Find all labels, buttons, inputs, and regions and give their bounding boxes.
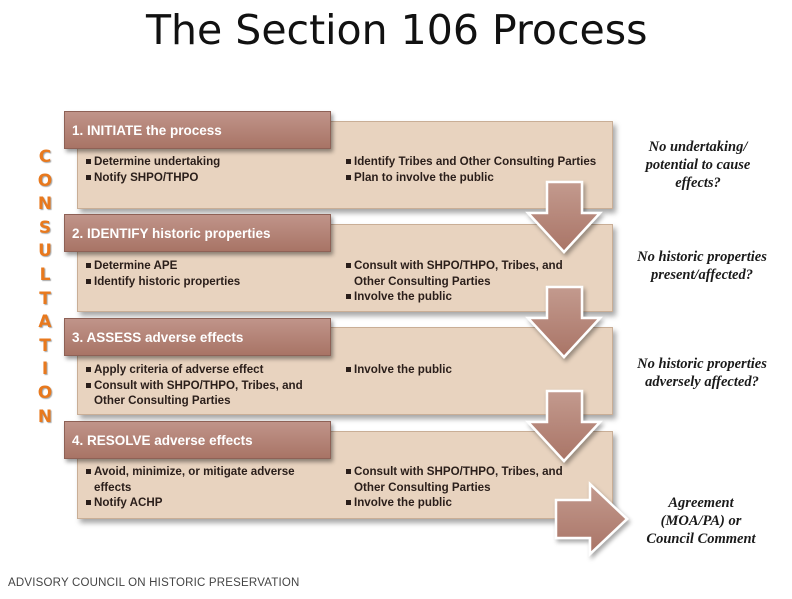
stage-2-heading: 2. IDENTIFY historic properties <box>64 214 331 252</box>
down-arrow-3 <box>525 389 603 463</box>
side-note-1: No undertaking/ potential to cause effec… <box>645 139 751 191</box>
stage-4-right-bullets: Consult with SHPO/THPO, Tribes, and Othe… <box>346 464 586 511</box>
list-item: Consult with SHPO/THPO, Tribes, and Othe… <box>86 378 322 409</box>
list-item: Apply criteria of adverse effect <box>86 362 322 378</box>
list-item: Identify historic properties <box>86 274 336 290</box>
side-note-4: Agreement (MOA/PA) or Council Comment <box>646 495 756 547</box>
stage-1-left-bullets: Determine undertaking Notify SHPO/THPO <box>86 154 336 185</box>
stage-3-left-bullets: Apply criteria of adverse effect Consult… <box>86 362 322 409</box>
list-item: Consult with SHPO/THPO, Tribes, and Othe… <box>346 464 586 495</box>
stage-4-left-bullets: Avoid, minimize, or mitigate adverse eff… <box>86 464 316 511</box>
list-item: Involve the public <box>346 362 586 378</box>
consultation-letter: T <box>39 335 51 356</box>
stage-2-left-bullets: Determine APE Identify historic properti… <box>86 258 336 289</box>
consultation-letter: T <box>39 288 51 309</box>
down-arrow-1 <box>525 180 603 254</box>
stage-3-right-bullets: Involve the public <box>346 362 586 378</box>
list-item: Involve the public <box>346 495 586 511</box>
list-item: Notify SHPO/THPO <box>86 170 336 186</box>
right-arrow <box>554 481 629 557</box>
consultation-letter: S <box>38 217 52 238</box>
consultation-letter: L <box>39 264 51 285</box>
page-title: The Section 106 Process <box>146 6 648 54</box>
consultation-letter: O <box>37 170 53 191</box>
stage-1-heading: 1. INITIATE the process <box>64 111 331 149</box>
list-item: Determine APE <box>86 258 336 274</box>
side-note-3: No historic properties adversely affecte… <box>637 356 767 390</box>
stage-4-heading: 4. RESOLVE adverse effects <box>64 421 331 459</box>
list-item: Involve the public <box>346 289 586 305</box>
side-note-2: No historic properties present/affected? <box>637 249 767 283</box>
consultation-letter: O <box>37 382 53 403</box>
consultation-letter: N <box>37 194 53 215</box>
consultation-letter: A <box>38 312 52 333</box>
stage-1-right-bullets: Identify Tribes and Other Consulting Par… <box>346 154 608 185</box>
consultation-letter: U <box>38 241 52 262</box>
list-item: Avoid, minimize, or mitigate adverse eff… <box>86 464 316 495</box>
list-item: Determine undertaking <box>86 154 336 170</box>
footer-organization: ADVISORY COUNCIL ON HISTORIC PRESERVATIO… <box>8 577 300 589</box>
consultation-letter: I <box>41 359 49 380</box>
list-item: Plan to involve the public <box>346 170 608 186</box>
down-arrow-2 <box>525 285 603 359</box>
consultation-letter: N <box>37 406 53 427</box>
list-item: Identify Tribes and Other Consulting Par… <box>346 154 608 170</box>
list-item: Notify ACHP <box>86 495 316 511</box>
stage-3-heading: 3. ASSESS adverse effects <box>64 318 331 356</box>
list-item: Consult with SHPO/THPO, Tribes, and Othe… <box>346 258 586 289</box>
stage-2-right-bullets: Consult with SHPO/THPO, Tribes, and Othe… <box>346 258 586 305</box>
consultation-letter: C <box>38 147 52 167</box>
